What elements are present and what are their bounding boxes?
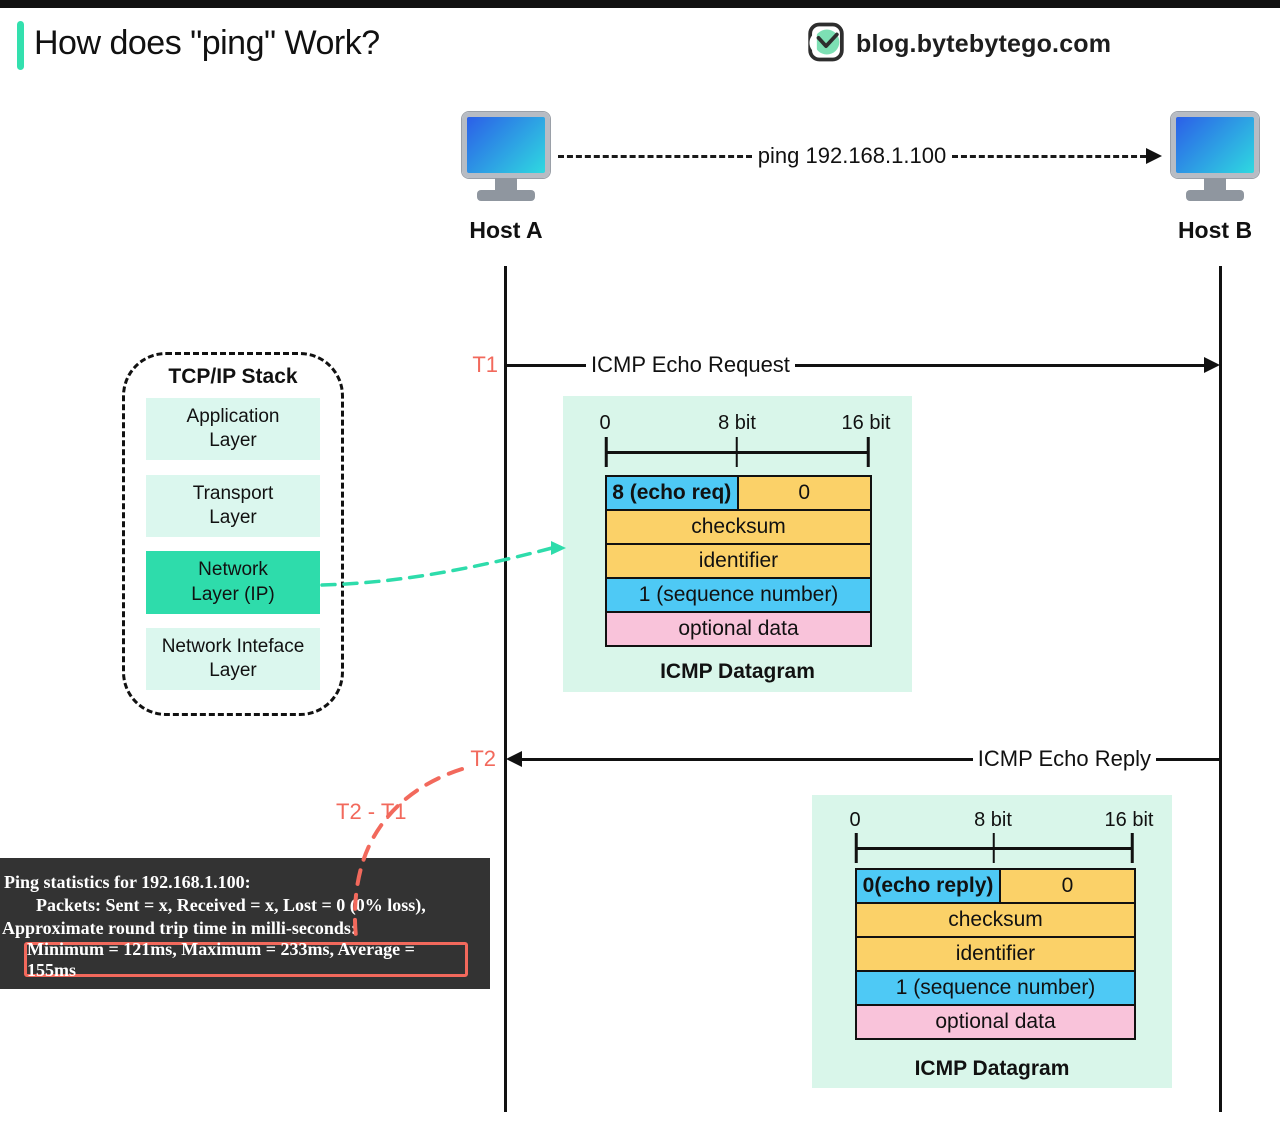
host-a-lifeline [504, 266, 507, 1112]
dashed-line [952, 154, 1146, 158]
ruler-tick [1130, 833, 1134, 863]
arrowhead-right-icon [1146, 148, 1162, 164]
network-layer-to-datagram-connector [320, 546, 554, 587]
host-a-monitor-icon [457, 112, 555, 201]
table-row: checksum [607, 511, 870, 545]
layer-label: Network [198, 559, 268, 581]
ping-command-arrow: ping 192.168.1.100 [558, 143, 1162, 169]
site-name: blog.bytebytego.com [856, 30, 1112, 58]
top-border-bar [0, 0, 1280, 8]
monitor-neck [495, 178, 517, 190]
t1-marker: T1 [472, 352, 498, 377]
scale-0: 0 [849, 809, 861, 831]
dashed-line [558, 154, 752, 158]
table-row: 0(echo reply) 0 [857, 870, 1134, 904]
ruler-tick [992, 833, 995, 863]
layer-label: Layer (IP) [191, 583, 275, 605]
icmp-fields-table: 8 (echo req) 0 checksum identifier 1 (se… [605, 475, 872, 647]
layer-label: Application [186, 405, 280, 427]
optional-data-cell: optional data [857, 1006, 1134, 1038]
stats-line-2: Packets: Sent = x, Received = x, Lost = … [36, 895, 426, 915]
arrow-line [506, 364, 1214, 367]
arrowhead-left-icon [506, 751, 522, 767]
code-field-cell: 0 [738, 477, 870, 509]
arrowhead-right-icon [1204, 357, 1220, 373]
identifier-cell: identifier [857, 938, 1134, 970]
sequence-number-cell: 1 (sequence number) [607, 579, 870, 611]
monitor-screen [1171, 112, 1259, 178]
monitor-neck [1204, 178, 1226, 190]
stats-highlight-box: Minimum = 121ms, Maximum = 233ms, Averag… [24, 939, 468, 980]
ruler-tick [854, 833, 858, 863]
host-b-label: Host B [1177, 217, 1253, 243]
checksum-cell: checksum [607, 511, 870, 543]
checksum-cell: checksum [857, 904, 1134, 936]
icmp-echo-reply-arrow: ICMP Echo Reply [506, 746, 1220, 772]
application-layer-box: Application Layer [146, 398, 320, 460]
stats-line-3: Approximate round trip time in milli-sec… [2, 918, 357, 938]
title-accent-bar [17, 21, 24, 70]
type-field-cell: 8 (echo req) [607, 477, 739, 509]
tcpip-stack-title: TCP/IP Stack [168, 365, 298, 388]
table-row: optional data [857, 1006, 1134, 1038]
reply-arrow-label: ICMP Echo Reply [972, 746, 1156, 772]
scale-16bit: 16 bit [1104, 809, 1154, 831]
network-interface-layer-box: Network Inteface Layer [146, 628, 320, 690]
sequence-number-cell: 1 (sequence number) [857, 972, 1134, 1004]
ruler-tick [604, 437, 608, 467]
table-row: 1 (sequence number) [607, 579, 870, 613]
icmp-fields-table: 0(echo reply) 0 checksum identifier 1 (s… [855, 868, 1136, 1040]
stats-highlight-text: Minimum = 121ms, Maximum = 233ms, Averag… [27, 938, 415, 980]
layer-label: Transport [192, 482, 274, 504]
t2-marker: T2 [470, 746, 496, 771]
ping-command-label: ping 192.168.1.100 [757, 143, 947, 168]
scale-8bit: 8 bit [974, 809, 1012, 831]
monitor-screen [462, 112, 550, 178]
identifier-cell: identifier [607, 545, 870, 577]
table-row: identifier [607, 545, 870, 579]
ruler-tick [866, 437, 870, 467]
bit-ruler [854, 833, 1134, 863]
tcpip-stack-panel: TCP/IP Stack Application Layer Transport… [122, 352, 344, 716]
ping-statistics-panel: Ping statistics for 192.168.1.100: Packe… [0, 858, 490, 989]
optional-data-cell: optional data [607, 613, 870, 645]
round-trip-time-marker: T2 - T1 [336, 799, 407, 824]
scale-8bit: 8 bit [718, 412, 756, 434]
layer-label: Layer [209, 430, 257, 451]
scale-16bit: 16 bit [841, 412, 891, 434]
monitor-base [1186, 190, 1244, 201]
bit-ruler [604, 437, 870, 467]
transport-layer-box: Transport Layer [146, 475, 320, 537]
arrow-line [512, 758, 1220, 761]
network-layer-box: Network Layer (IP) [146, 551, 320, 614]
type-field-cell: 0(echo reply) [857, 870, 1002, 902]
brand: blog.bytebytego.com [806, 22, 1111, 67]
table-row: 8 (echo req) 0 [607, 477, 870, 511]
host-a-label: Host A [469, 217, 543, 243]
host-b-monitor-icon [1166, 112, 1264, 201]
table-row: 1 (sequence number) [857, 972, 1134, 1006]
reply-datagram-panel: 0 8 bit 16 bit 0(echo reply) 0 checksum … [812, 795, 1172, 1088]
table-row: optional data [607, 613, 870, 645]
monitor-base [477, 190, 535, 201]
host-b-lifeline [1219, 266, 1222, 1112]
layer-label: Layer [209, 507, 257, 528]
datagram-caption: ICMP Datagram [914, 1057, 1070, 1080]
ruler-tick [735, 437, 738, 467]
scale-0: 0 [599, 412, 611, 434]
request-arrow-label: ICMP Echo Request [586, 352, 795, 378]
layer-label: Network Inteface [161, 635, 305, 657]
layer-label: Layer [209, 660, 257, 681]
bytebytego-logo-icon [806, 22, 846, 67]
stats-line-1: Ping statistics for 192.168.1.100: [4, 872, 251, 892]
table-row: identifier [857, 938, 1134, 972]
request-datagram-panel: 0 8 bit 16 bit 8 (echo req) 0 checksum i… [563, 396, 912, 692]
icmp-echo-request-arrow: ICMP Echo Request [506, 352, 1220, 378]
code-field-cell: 0 [1001, 870, 1134, 902]
table-row: checksum [857, 904, 1134, 938]
datagram-caption: ICMP Datagram [660, 660, 815, 683]
page-title: How does "ping" Work? [34, 24, 380, 62]
